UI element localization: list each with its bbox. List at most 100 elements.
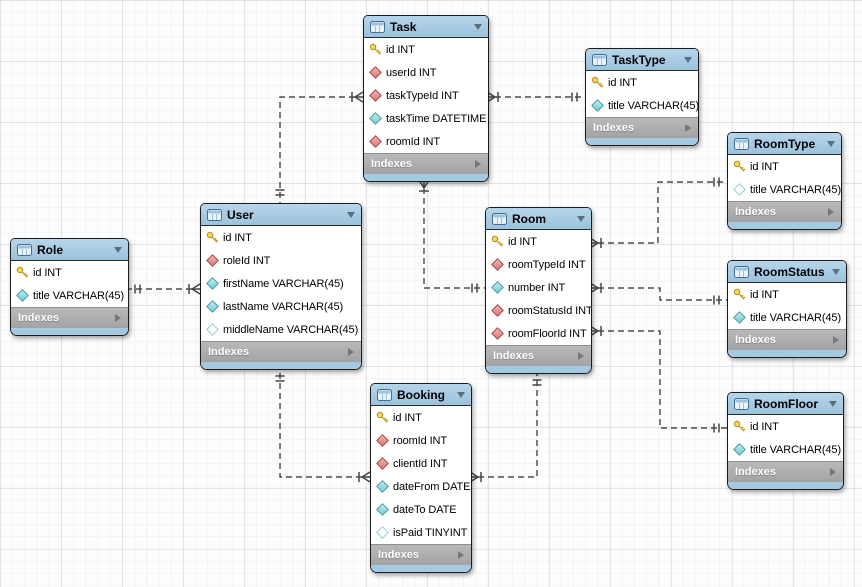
collapse-arrow-icon[interactable] xyxy=(829,400,837,407)
column-row[interactable]: title VARCHAR(45) xyxy=(586,94,698,117)
table-roomstatus[interactable]: RoomStatus id INT title VARCHAR(45) Inde… xyxy=(727,260,847,358)
primary-key-icon xyxy=(369,43,382,56)
column-row[interactable]: roleId INT xyxy=(201,249,361,272)
column-row[interactable]: number INT xyxy=(486,276,591,299)
column-text: title VARCHAR(45) xyxy=(33,289,125,302)
column-text: id INT xyxy=(750,160,779,173)
relationship-booking-user[interactable] xyxy=(275,368,371,483)
column-row[interactable]: title VARCHAR(45) xyxy=(728,178,841,201)
relationship-user-role[interactable] xyxy=(127,283,201,295)
indexes-footer[interactable]: Indexes xyxy=(728,461,843,482)
table-header[interactable]: Task xyxy=(364,16,488,38)
attribute-icon xyxy=(369,112,382,125)
table-user[interactable]: User id INT roleId INT firstName VARCHAR… xyxy=(200,203,362,370)
column-row[interactable]: id INT xyxy=(586,71,698,94)
collapse-arrow-icon[interactable] xyxy=(827,140,835,147)
table-header[interactable]: RoomFloor xyxy=(728,393,843,415)
indexes-footer[interactable]: Indexes xyxy=(371,544,471,565)
relationship-booking-room[interactable] xyxy=(469,372,542,483)
column-row[interactable]: title VARCHAR(45) xyxy=(11,284,128,307)
table-header[interactable]: RoomStatus xyxy=(728,261,846,283)
column-row[interactable]: id INT xyxy=(486,230,591,253)
column-row[interactable]: id INT xyxy=(201,226,361,249)
column-row[interactable]: roomStatusId INT xyxy=(486,299,591,322)
column-row[interactable]: roomFloorId INT xyxy=(486,322,591,345)
indexes-footer[interactable]: Indexes xyxy=(364,153,488,174)
column-row[interactable]: clientId INT xyxy=(371,452,471,475)
table-header[interactable]: RoomType xyxy=(728,133,841,155)
column-text: userId INT xyxy=(386,66,437,79)
expand-arrow-icon[interactable] xyxy=(578,352,584,360)
collapse-arrow-icon[interactable] xyxy=(457,391,465,398)
attribute-nullable-icon xyxy=(206,323,219,336)
column-row[interactable]: dateTo DATE xyxy=(371,498,471,521)
column-row[interactable]: firstName VARCHAR(45) xyxy=(201,272,361,295)
expand-arrow-icon[interactable] xyxy=(458,551,464,559)
relationship-task-room[interactable] xyxy=(418,179,485,293)
indexes-footer[interactable]: Indexes xyxy=(11,307,128,328)
column-row[interactable]: id INT xyxy=(728,155,841,178)
table-roomtype[interactable]: RoomType id INT title VARCHAR(45) Indexe… xyxy=(727,132,842,230)
attribute-icon xyxy=(491,281,504,294)
expand-arrow-icon[interactable] xyxy=(348,348,354,356)
table-room[interactable]: Room id INT roomTypeId INT number INT ro… xyxy=(485,207,592,374)
indexes-footer[interactable]: Indexes xyxy=(201,341,361,362)
indexes-footer[interactable]: Indexes xyxy=(586,117,698,138)
table-title: TaskType xyxy=(612,52,666,67)
column-row[interactable]: lastName VARCHAR(45) xyxy=(201,295,361,318)
table-title: Role xyxy=(37,242,64,257)
relationship-room-roomstatus[interactable] xyxy=(589,282,727,305)
column-row[interactable]: taskTime DATETIME xyxy=(364,107,488,130)
column-row[interactable]: id INT xyxy=(371,406,471,429)
table-task[interactable]: Task id INT userId INT taskTypeId INT ta… xyxy=(363,15,489,182)
table-header[interactable]: TaskType xyxy=(586,49,698,71)
relationship-room-roomtype[interactable] xyxy=(589,177,727,249)
table-tasktype[interactable]: TaskType id INT title VARCHAR(45) Indexe… xyxy=(585,48,699,146)
relationship-task-tasktype[interactable] xyxy=(486,91,585,103)
column-list: id INT title VARCHAR(45) xyxy=(586,71,698,117)
collapse-arrow-icon[interactable] xyxy=(684,56,692,63)
collapse-arrow-icon[interactable] xyxy=(114,246,122,253)
column-text: dateTo DATE xyxy=(393,503,457,516)
column-row[interactable]: id INT xyxy=(728,283,846,306)
table-role[interactable]: Role id INT title VARCHAR(45) Indexes xyxy=(10,238,129,336)
indexes-footer[interactable]: Indexes xyxy=(728,329,846,350)
column-row[interactable]: roomTypeId INT xyxy=(486,253,591,276)
column-text: roomFloorId INT xyxy=(508,327,587,340)
collapse-arrow-icon[interactable] xyxy=(347,211,355,218)
column-row[interactable]: id INT xyxy=(11,261,128,284)
table-header[interactable]: Role xyxy=(11,239,128,261)
column-row[interactable]: middleName VARCHAR(45) xyxy=(201,318,361,341)
table-header[interactable]: Room xyxy=(486,208,591,230)
column-row[interactable]: dateFrom DATE xyxy=(371,475,471,498)
relationship-task-user[interactable] xyxy=(275,91,364,203)
expand-arrow-icon[interactable] xyxy=(115,314,121,322)
collapse-arrow-icon[interactable] xyxy=(577,215,585,222)
indexes-footer[interactable]: Indexes xyxy=(486,345,591,366)
table-header[interactable]: User xyxy=(201,204,361,226)
relationship-room-roomfloor[interactable] xyxy=(589,325,727,433)
expand-arrow-icon[interactable] xyxy=(685,124,691,132)
foreign-key-icon xyxy=(376,434,389,447)
table-booking[interactable]: Booking id INT roomId INT clientId INT d… xyxy=(370,383,472,573)
column-row[interactable]: roomId INT xyxy=(364,130,488,153)
column-row[interactable]: taskTypeId INT xyxy=(364,84,488,107)
expand-arrow-icon[interactable] xyxy=(475,160,481,168)
column-row[interactable]: id INT xyxy=(364,38,488,61)
indexes-footer[interactable]: Indexes xyxy=(728,201,841,222)
table-bottom-strip xyxy=(371,565,471,572)
column-row[interactable]: isPaid TINYINT xyxy=(371,521,471,544)
expand-arrow-icon[interactable] xyxy=(830,468,836,476)
expand-arrow-icon[interactable] xyxy=(828,208,834,216)
column-row[interactable]: title VARCHAR(45) xyxy=(728,438,843,461)
table-roomfloor[interactable]: RoomFloor id INT title VARCHAR(45) Index… xyxy=(727,392,844,490)
column-row[interactable]: userId INT xyxy=(364,61,488,84)
column-row[interactable]: title VARCHAR(45) xyxy=(728,306,846,329)
expand-arrow-icon[interactable] xyxy=(833,336,839,344)
column-row[interactable]: id INT xyxy=(728,415,843,438)
collapse-arrow-icon[interactable] xyxy=(832,268,840,275)
column-row[interactable]: roomId INT xyxy=(371,429,471,452)
collapse-arrow-icon[interactable] xyxy=(474,23,482,30)
table-header[interactable]: Booking xyxy=(371,384,471,406)
